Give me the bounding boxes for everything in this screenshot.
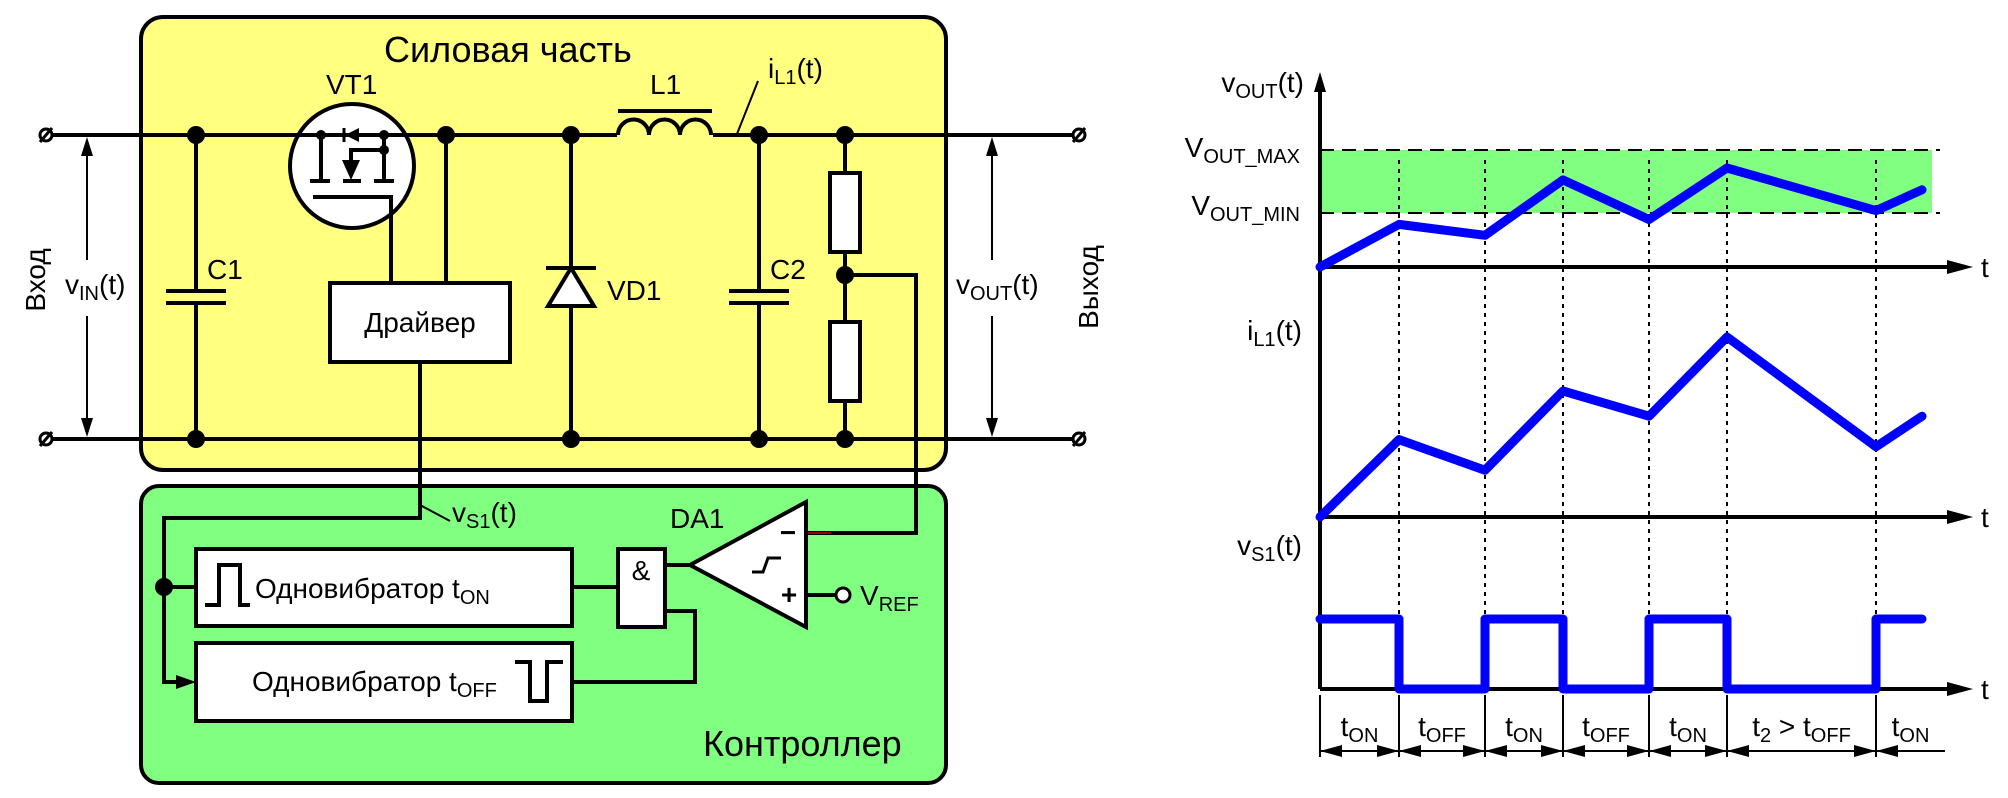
vs1-label: vS1(t): [452, 497, 517, 533]
comparator-da1: [685, 498, 808, 631]
inductor-l1-icon: [616, 109, 713, 137]
voltage-divider: [828, 126, 862, 448]
dimension-arrow-icon: [1485, 745, 1507, 757]
time-guides: [1398, 160, 1877, 689]
dimension-arrow-icon: [1876, 745, 1898, 757]
oneshot-off-label: Одновибратор tOFF: [252, 666, 497, 702]
timing-diagram: t t t tON tOFF tON tOFF tON t2 > tOFF tON vOUT(t…: [1185, 67, 1989, 757]
c2-label: C2: [770, 254, 806, 285]
oneshot-off-output-wire: [572, 609, 697, 684]
da1-label: DA1: [670, 503, 724, 534]
il1-label: iL1(t): [768, 53, 823, 89]
dimension-arrow-icon: [1705, 745, 1727, 757]
time-axis-arrow-icon: [1947, 682, 1973, 696]
il1-axis-label: iL1(t): [1247, 315, 1302, 351]
vt1-label: VT1: [326, 69, 377, 100]
interval-label: tON: [1341, 711, 1379, 747]
output-terminal-top: [1071, 127, 1087, 143]
output-voltage-label: vOUT(t): [956, 269, 1039, 305]
y-axis-arrow-icon: [1314, 72, 1326, 92]
dimension-arrow-icon: [1399, 745, 1421, 757]
vout-waveform: [1315, 163, 1927, 272]
and-gate: [616, 547, 667, 629]
vout-axis-label: vOUT(t): [1221, 67, 1304, 103]
output-label: Выход: [1073, 245, 1104, 329]
diode-vd1-icon: [544, 126, 598, 448]
interval-label: tON: [1892, 711, 1930, 747]
vd1-label: VD1: [607, 275, 661, 306]
input-voltage-label: vIN(t): [65, 269, 125, 305]
dimension-arrow-icon: [1463, 745, 1485, 757]
input-voltage-arrow: [81, 137, 93, 437]
dimension-arrow-icon: [1563, 745, 1585, 757]
vout-min-label: VOUT_MIN: [1191, 190, 1300, 226]
dimension-arrow-icon: [1320, 745, 1342, 757]
comparator-minus: −: [780, 517, 796, 548]
interval-label: tON: [1505, 711, 1543, 747]
vout-max-label: VOUT_MAX: [1185, 132, 1300, 168]
vs1-pointer: [419, 504, 451, 522]
power-section-title: Силовая часть: [384, 29, 632, 70]
vS1-waveform: [1315, 614, 1927, 694]
il1-pointer: [736, 80, 759, 135]
pulse-low-icon: [515, 660, 563, 703]
l1-label: L1: [650, 69, 681, 100]
vout-tolerance-band: [1320, 150, 1932, 213]
vref-label: VREF: [860, 580, 919, 616]
dimension-arrow-icon: [1727, 745, 1749, 757]
dimension-arrow-icon: [1541, 745, 1563, 757]
input-terminal-bottom: [38, 431, 54, 447]
power-section-box: [139, 15, 948, 472]
input-label: Вход: [20, 248, 51, 311]
interval-label: tOFF: [1582, 711, 1630, 747]
capacitor-c1: [166, 126, 226, 448]
and-gate-label: &: [632, 555, 651, 586]
capacitor-c2: [729, 126, 789, 448]
time-axis-label: t: [1981, 502, 1989, 533]
driver-block: [328, 281, 512, 364]
oneshot-on-block: [194, 547, 574, 628]
time-axis-label: t: [1981, 252, 1989, 283]
time-axis-arrow-icon: [1947, 260, 1973, 274]
pulse-high-icon: [205, 563, 250, 607]
controller-title: Контроллер: [703, 723, 902, 764]
time-axis-label: t: [1981, 674, 1989, 705]
interval-label: t2 > tOFF: [1752, 711, 1851, 747]
time-axes: t t t: [1320, 252, 1989, 705]
input-terminal-top: [38, 127, 54, 143]
mosfet-vt1-icon: [288, 102, 416, 283]
waveforms: [1315, 163, 1927, 694]
dimension-arrow-icon: [1377, 745, 1399, 757]
iL1-waveform: [1315, 332, 1927, 522]
output-terminal-bottom: [1071, 431, 1087, 447]
interval-dimensions: tON tOFF tON tOFF tON t2 > tOFF tON: [1319, 695, 1945, 757]
oneshot-on-label: Одновибратор tON: [255, 573, 490, 609]
arrow-icon: [176, 675, 196, 689]
dimension-arrow-icon: [1627, 745, 1649, 757]
driver-label: Драйвер: [364, 307, 475, 338]
vref-terminal: [834, 586, 852, 604]
comparator-plus: +: [781, 579, 797, 610]
hysteresis-icon: [752, 556, 781, 574]
vs1-axis-label: vS1(t): [1237, 530, 1302, 566]
time-axis-arrow-icon: [1947, 510, 1973, 524]
feedback-wire: [806, 273, 918, 535]
output-voltage-arrow: [986, 137, 998, 437]
dimension-arrow-icon: [1649, 745, 1671, 757]
interval-label: tOFF: [1418, 711, 1466, 747]
gate-control-wire: [162, 362, 422, 587]
c1-label: C1: [207, 254, 243, 285]
junction-dot: [437, 126, 455, 144]
dimension-arrow-icon: [1854, 745, 1876, 757]
interval-label: tON: [1669, 711, 1707, 747]
